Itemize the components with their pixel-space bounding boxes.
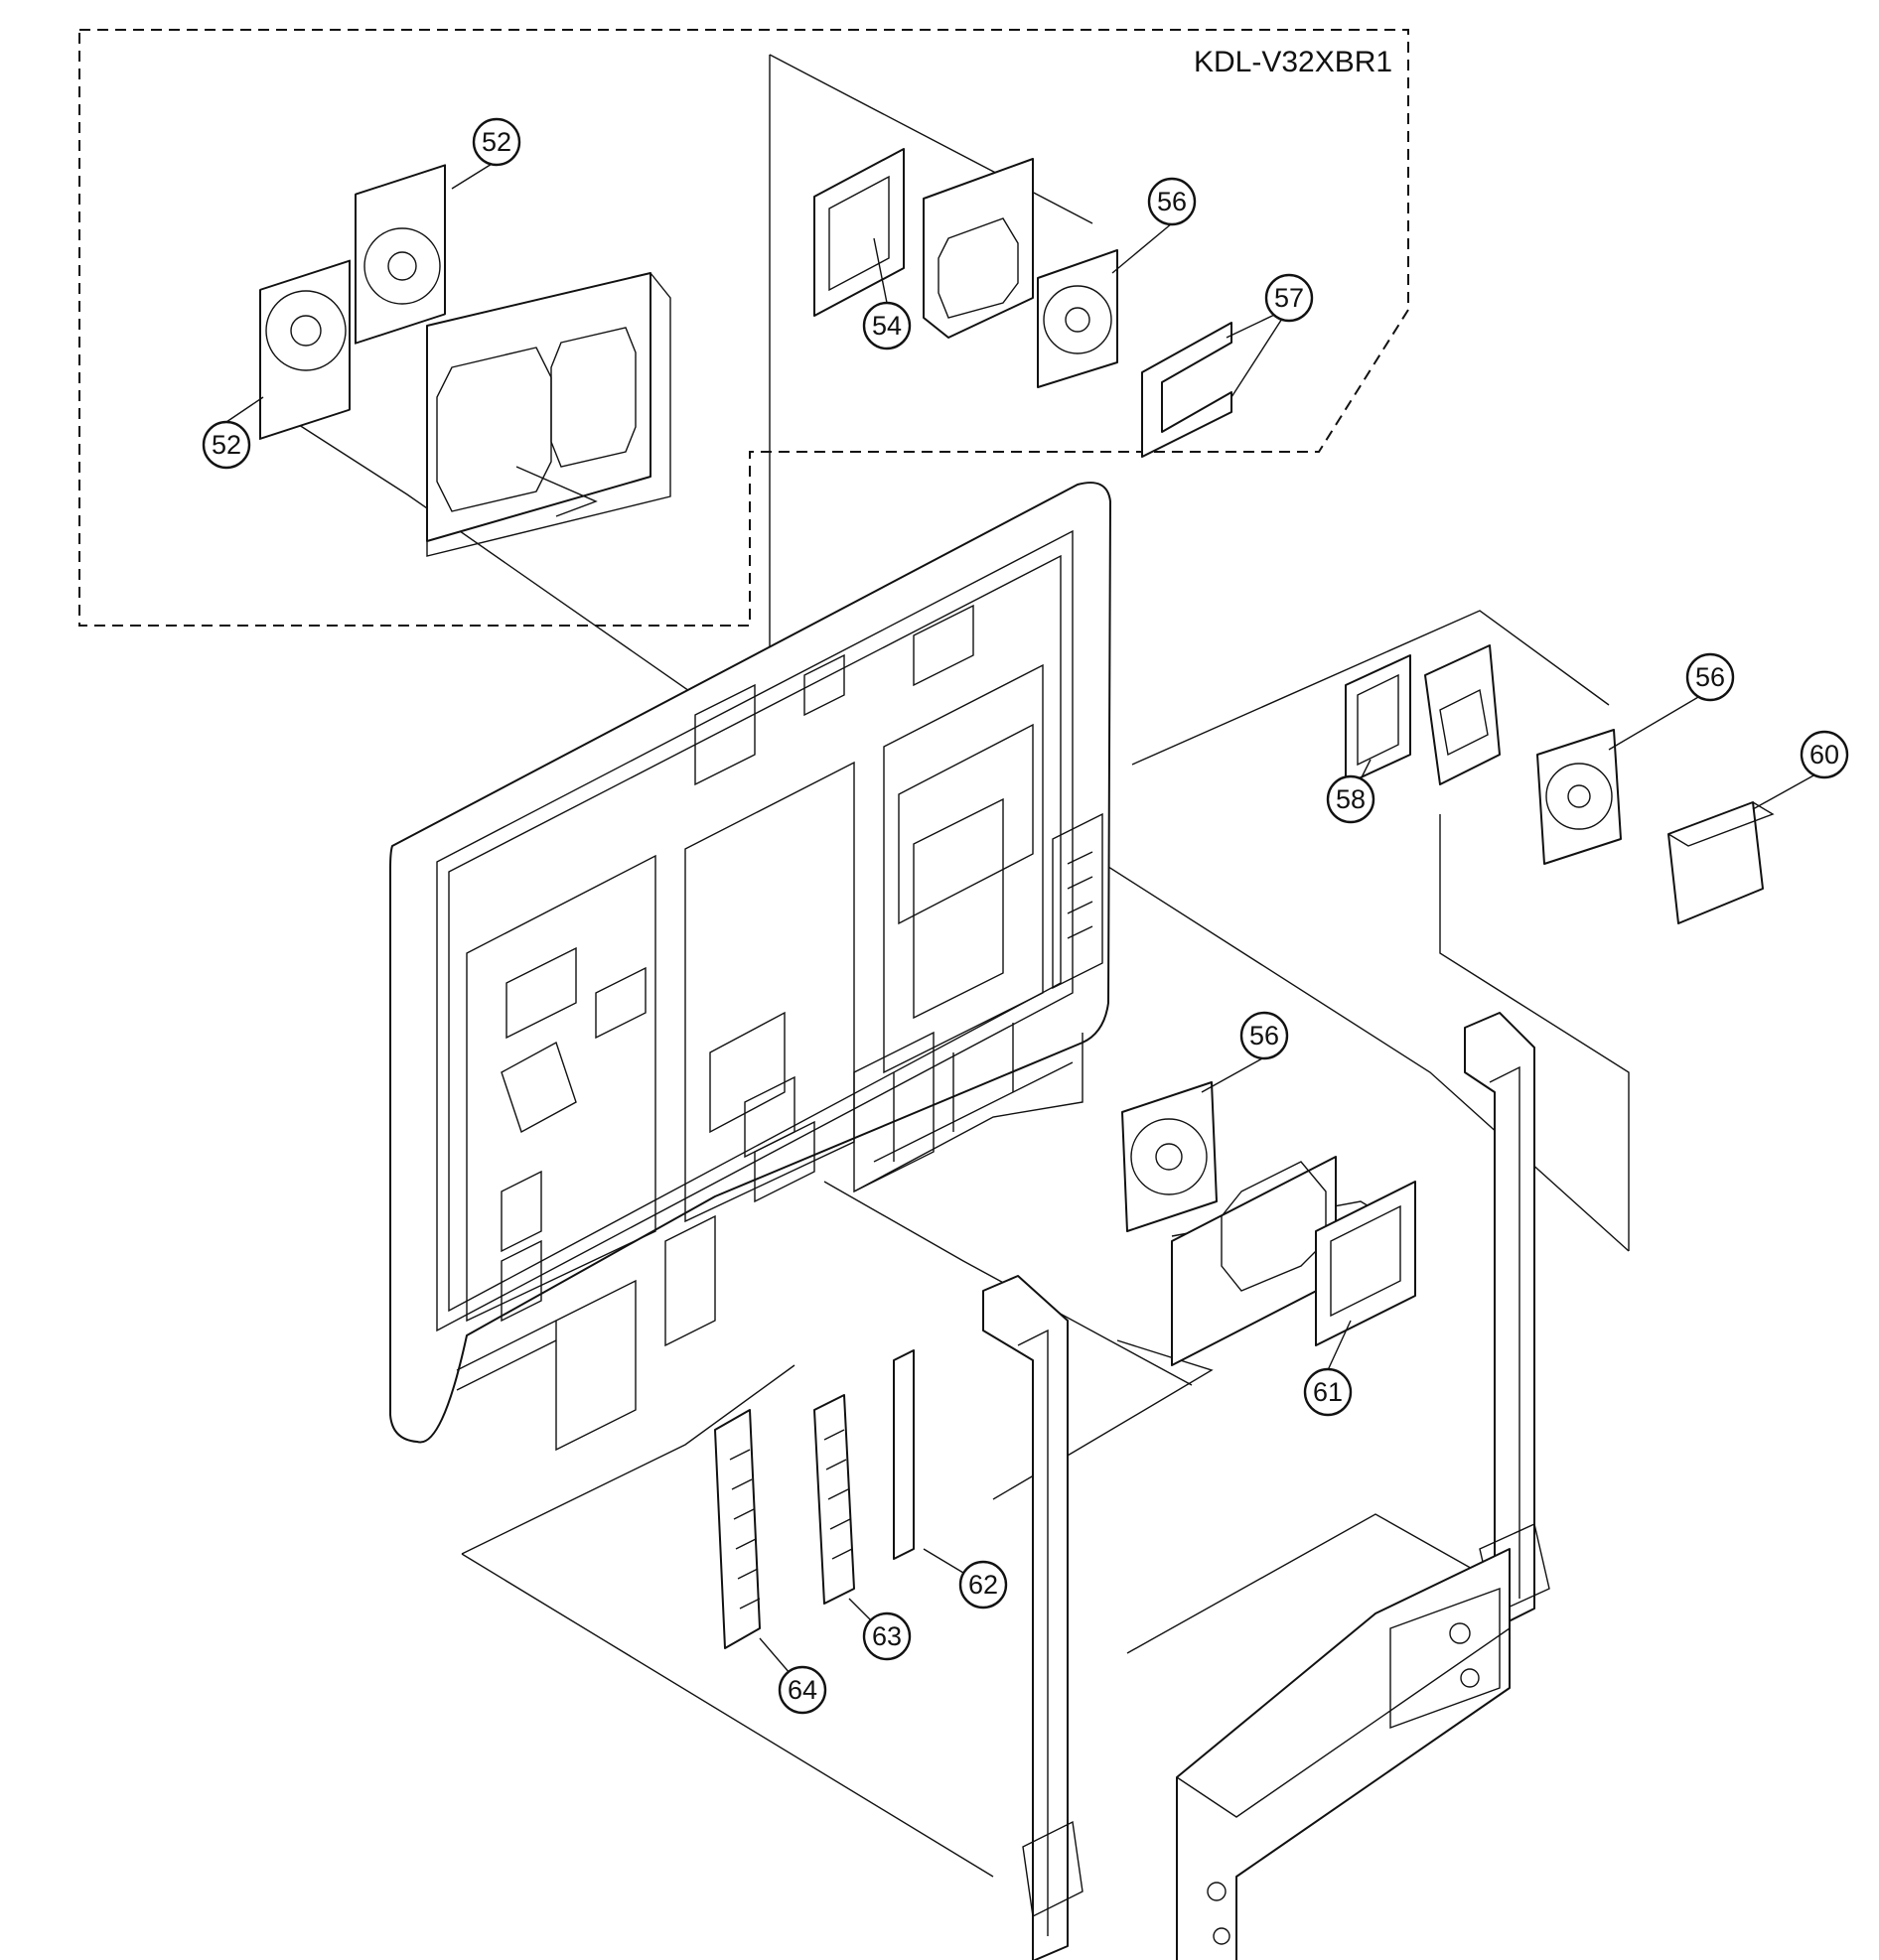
svg-text:62: 62 (968, 1570, 998, 1600)
callout-56-top: 56 (1147, 177, 1197, 226)
cushion-54 (813, 148, 905, 317)
svg-text:52: 52 (212, 430, 241, 460)
dual-fan-bracket (426, 272, 671, 557)
callout-52-top: 52 (472, 117, 521, 167)
svg-text:64: 64 (788, 1675, 817, 1705)
svg-text:56: 56 (1249, 1021, 1279, 1050)
right-frame-bracket (1464, 1012, 1550, 1629)
fan-56-top (1037, 249, 1118, 388)
svg-text:57: 57 (1274, 283, 1304, 313)
cushion-57 (1141, 322, 1232, 458)
callout-58: 58 (1326, 774, 1375, 824)
option-box-outline: KDL-V32XBR1 (78, 29, 1409, 627)
bottom-stand-bracket (1176, 1548, 1511, 1960)
svg-text:60: 60 (1809, 740, 1839, 770)
callout-63: 63 (862, 1611, 912, 1661)
svg-text:56: 56 (1695, 662, 1725, 692)
callout-54: 54 (862, 301, 912, 350)
callout-62: 62 (958, 1560, 1008, 1610)
callout-64: 64 (778, 1665, 827, 1715)
svg-text:63: 63 (872, 1621, 902, 1651)
tv-main-body (389, 482, 1111, 1452)
fan-bracket-right (1424, 644, 1501, 785)
callout-56-middle: 56 (1239, 1011, 1289, 1060)
svg-text:61: 61 (1313, 1377, 1343, 1407)
svg-text:54: 54 (872, 311, 902, 341)
model-label: KDL-V32XBR1 (1194, 46, 1392, 78)
fan-bracket-upper (923, 158, 1034, 339)
cover-60 (1667, 801, 1775, 924)
terminal-bracket-62 (893, 1349, 915, 1560)
svg-text:56: 56 (1157, 187, 1187, 216)
callout-61: 61 (1303, 1367, 1353, 1417)
cushion-61 (1315, 1181, 1416, 1346)
fan-52-front (259, 259, 351, 440)
left-frame-bracket (982, 1275, 1084, 1960)
cushion-58 (1345, 654, 1411, 785)
svg-text:58: 58 (1336, 784, 1366, 814)
terminal-bracket-64 (714, 1409, 761, 1649)
terminal-bracket-63 (813, 1394, 855, 1605)
fan-56-middle (1121, 1081, 1218, 1232)
svg-text:52: 52 (482, 127, 511, 157)
callout-52-left: 52 (202, 420, 251, 470)
callout-56-right: 56 (1685, 652, 1735, 702)
fan-56-right (1536, 729, 1622, 865)
callout-60: 60 (1800, 730, 1849, 779)
callout-57: 57 (1264, 273, 1314, 323)
fan-52-back (355, 164, 446, 345)
